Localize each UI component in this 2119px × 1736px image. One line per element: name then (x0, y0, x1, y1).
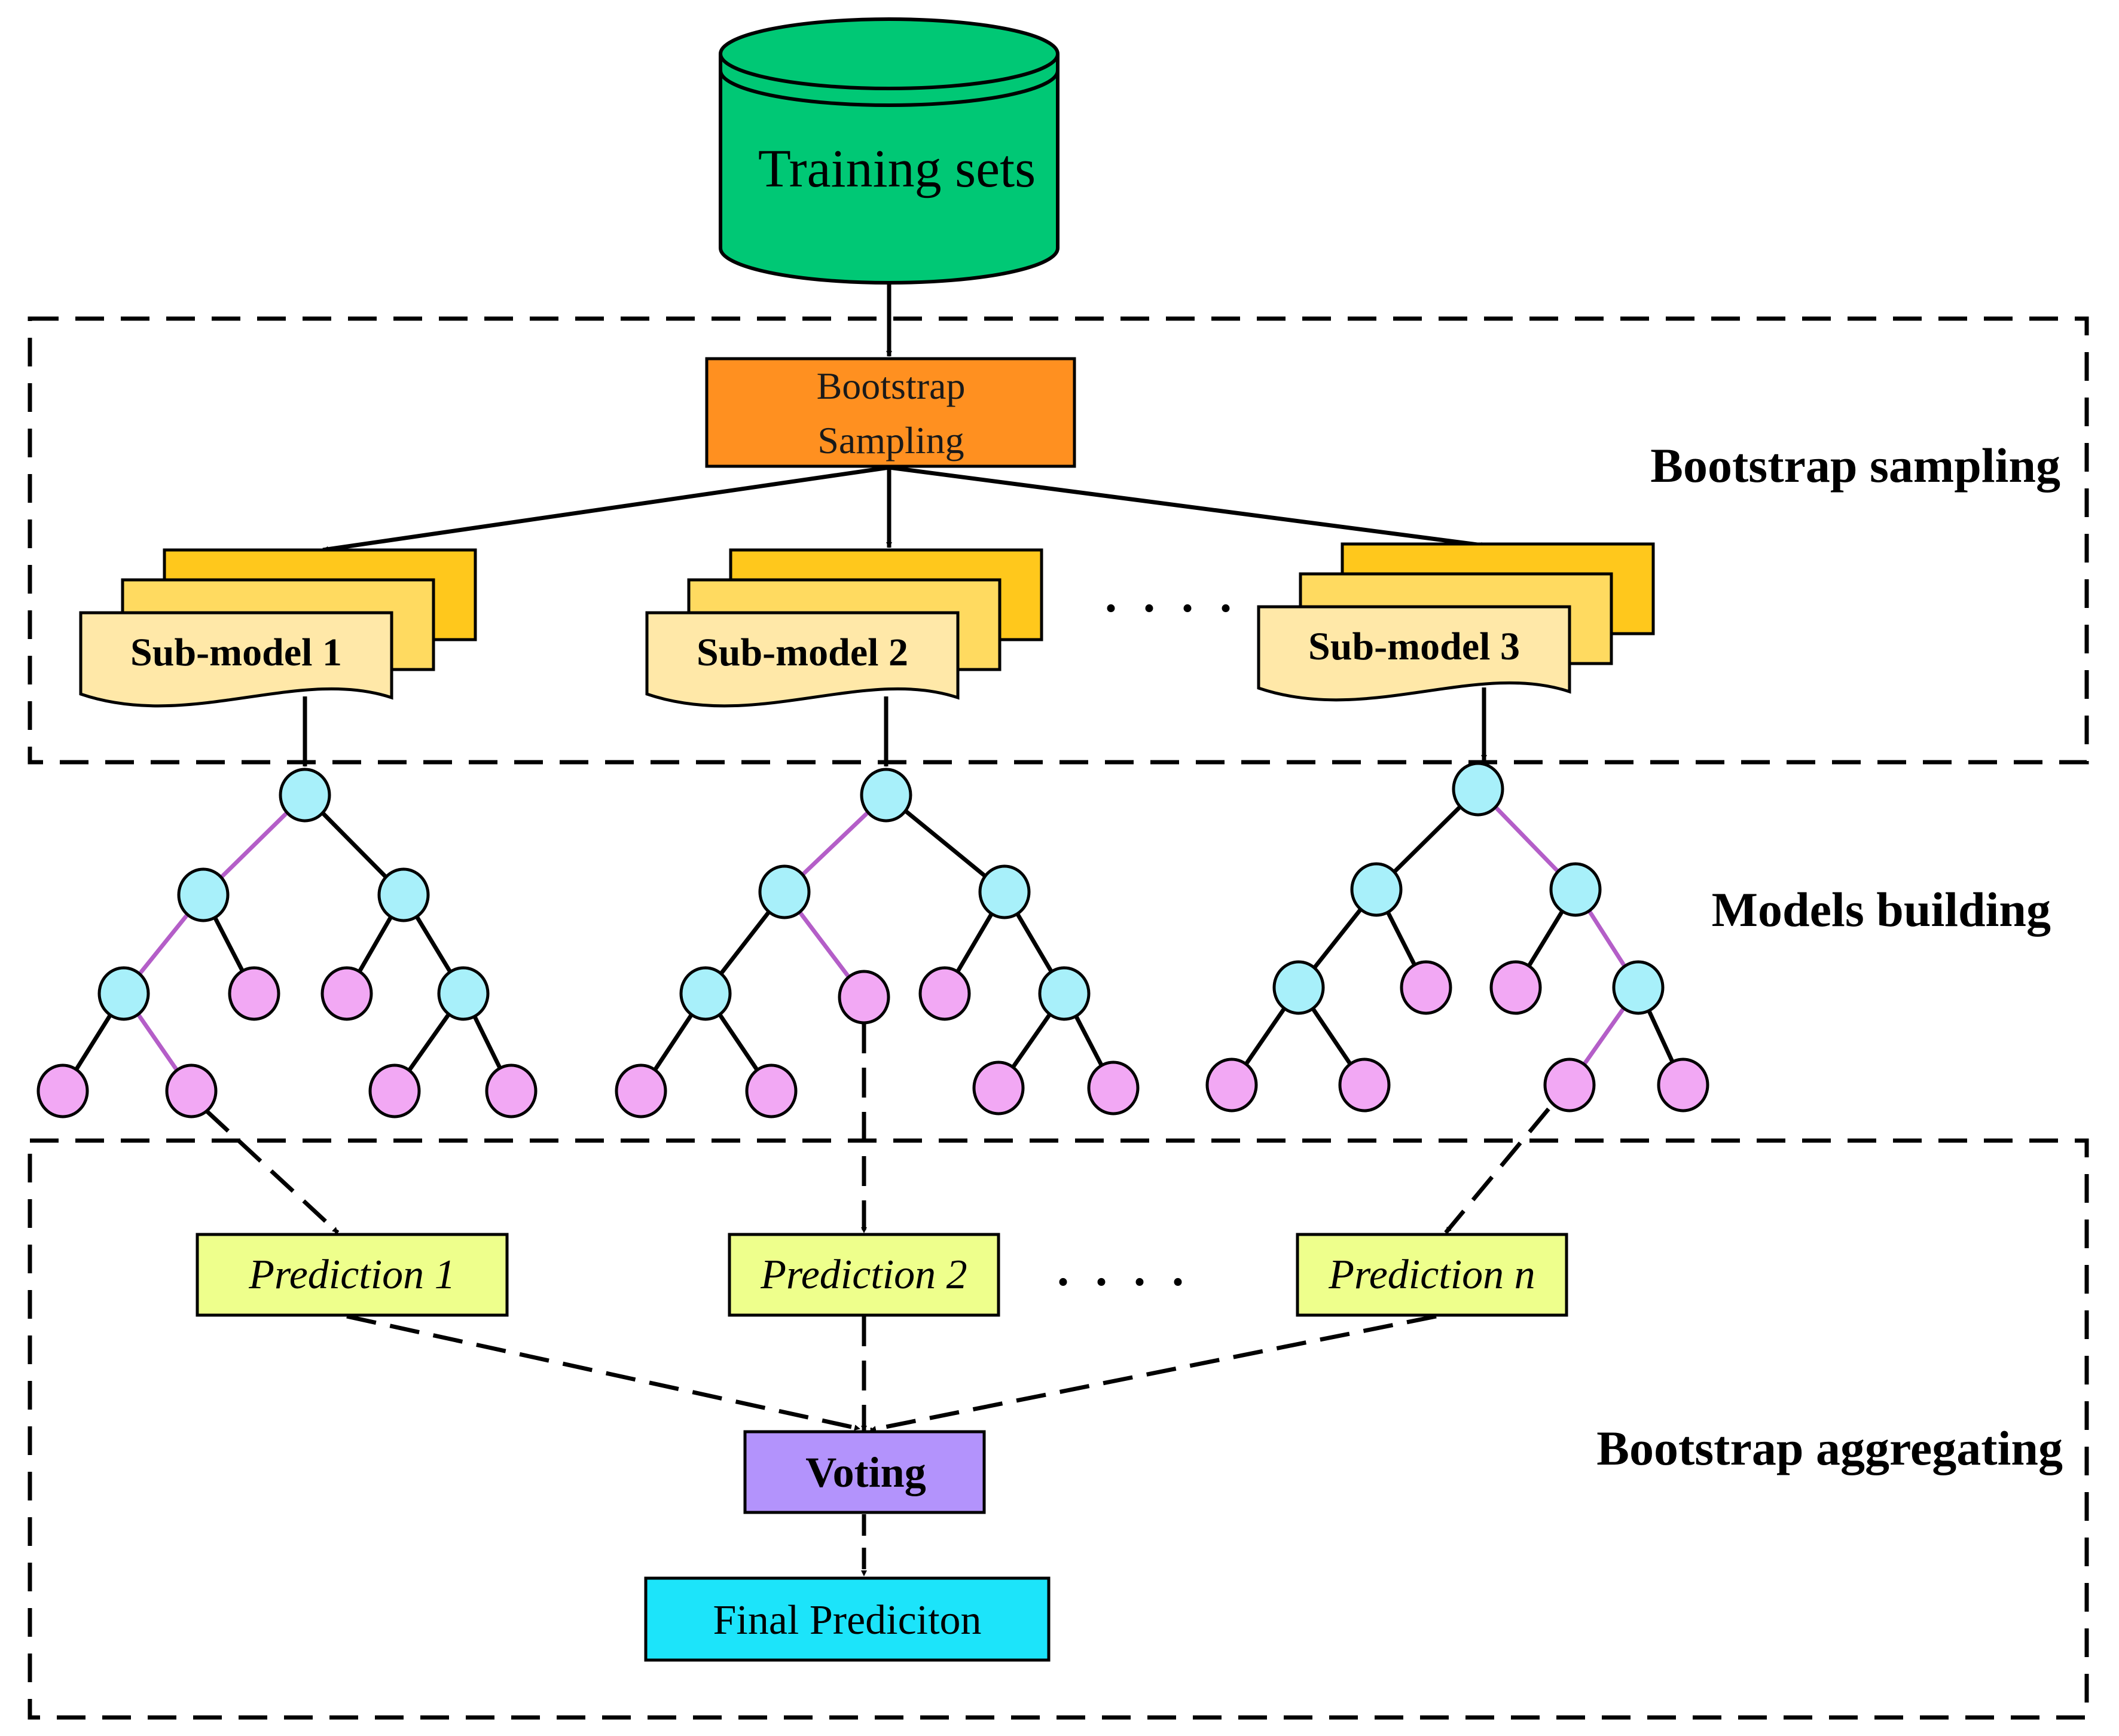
tree-leaf-node (615, 1063, 667, 1118)
tree-internal-node (377, 867, 430, 922)
section-label-models-building: Models building (1712, 882, 2051, 937)
prediction-label: Prediction 1 (248, 1252, 455, 1298)
tree-leaf-node (1205, 1058, 1258, 1112)
section-label-bootstrap-sampling: Bootstrap sampling (1650, 438, 2060, 493)
bootstrap-sampling-box: Bootstrap Sampling (705, 357, 1076, 468)
submodel-label: Sub-model 1 (130, 631, 342, 674)
tree-leaf-node (1400, 960, 1452, 1015)
section-label-bootstrap-aggregating: Bootstrap aggregating (1596, 1421, 2063, 1475)
tree-leaf-node (165, 1063, 218, 1118)
tree-internal-node (177, 867, 230, 922)
trees-layer (36, 687, 1709, 1234)
bootstrap-sampling-region (28, 316, 2089, 765)
final-prediction-box: Final Prediciton (644, 1576, 1051, 1662)
tree-leaf-node (1489, 960, 1542, 1015)
tree-internal-node (860, 768, 912, 823)
tree-leaf-node (838, 970, 890, 1025)
submodel-label: Sub-model 2 (697, 631, 908, 674)
prediction-box-2: Prediction 2 (728, 1233, 1000, 1317)
decision-tree-1 (36, 696, 538, 1118)
tree-leaf-node (1657, 1058, 1709, 1112)
prediction-box-3: Prediction n (1296, 1233, 1568, 1317)
arrow-prediction-n-to-voting (870, 1314, 1437, 1432)
tree-internal-node (1452, 762, 1504, 817)
decision-tree-2 (615, 696, 1140, 1118)
prediction-rect (196, 1233, 509, 1317)
tree-internal-node (1549, 862, 1602, 917)
voting-label: Voting (805, 1448, 926, 1496)
training-sets-database: Training sets (719, 17, 1060, 285)
bootstrap-label-line2: Sampling (817, 419, 964, 461)
prediction-label: Prediction 2 (760, 1252, 967, 1298)
tree-internal-node (758, 864, 811, 919)
tree-leaf-node (36, 1063, 89, 1118)
submodel-label: Sub-model 3 (1308, 625, 1520, 668)
arrow-tree-3-to-prediction (1444, 1107, 1550, 1234)
tree-internal-node (978, 864, 1031, 919)
submodel-ellipsis: . . . . (1105, 570, 1239, 622)
submodel-1-stack: Sub-model 1 (79, 548, 477, 708)
sheet-front (79, 611, 393, 708)
final-prediction-rect (644, 1576, 1051, 1662)
tree-leaf-node (1087, 1060, 1140, 1115)
tree-internal-node (1272, 960, 1325, 1015)
arrow-sampling-to-submodel-3 (888, 465, 1487, 548)
arrow-tree-1-to-prediction (204, 1109, 340, 1234)
voting-box: Voting (743, 1430, 986, 1514)
prediction-rect (1296, 1233, 1568, 1317)
tree-leaf-node (320, 966, 373, 1021)
tree-internal-node (97, 966, 150, 1021)
final-prediction-label: Final Prediciton (713, 1597, 981, 1643)
training-sets-label: Training sets (758, 139, 1036, 198)
decision-tree-3 (1205, 687, 1709, 1112)
voting-rect (743, 1430, 986, 1514)
tree-leaf-node (1543, 1058, 1596, 1112)
tree-internal-node (437, 966, 490, 1021)
tree-leaf-node (745, 1063, 798, 1118)
sheet-front (645, 611, 960, 708)
bootstrap-aggregating-region (28, 1138, 2089, 1720)
tree-leaf-node (972, 1060, 1025, 1115)
tree-internal-node (679, 966, 732, 1021)
tree-leaf-node (918, 966, 971, 1021)
prediction-box-1: Prediction 1 (196, 1233, 509, 1317)
arrow-prediction-1-to-voting (346, 1314, 860, 1431)
cylinder-rim (719, 70, 1060, 107)
tree-leaf-node (368, 1063, 421, 1118)
bootstrap-label-line1: Bootstrap (817, 365, 966, 407)
arrow-sampling-to-submodel-1 (322, 465, 890, 552)
prediction-label: Prediction n (1328, 1252, 1535, 1298)
tree-internal-node (1038, 966, 1091, 1021)
submodels-layer: Sub-model 1 Sub-model 2 Sub-model 3 (79, 542, 1655, 708)
tree-leaf-node (485, 1063, 538, 1118)
submodel-3-stack: Sub-model 3 (1257, 542, 1655, 702)
tree-internal-node (1350, 862, 1403, 917)
tree-leaf-node (228, 966, 280, 1021)
cylinder-top (719, 17, 1060, 90)
tree-internal-node (279, 768, 331, 823)
predictions-layer: Prediction 1 Prediction 2 Prediction n (196, 1233, 1568, 1317)
submodel-2-stack: Sub-model 2 (645, 548, 1043, 708)
tree-internal-node (1612, 960, 1665, 1015)
sheet-front (1257, 605, 1571, 702)
prediction-ellipsis: . . . . (1057, 1243, 1191, 1296)
prediction-rect (728, 1233, 1000, 1317)
tree-leaf-node (1338, 1058, 1391, 1112)
